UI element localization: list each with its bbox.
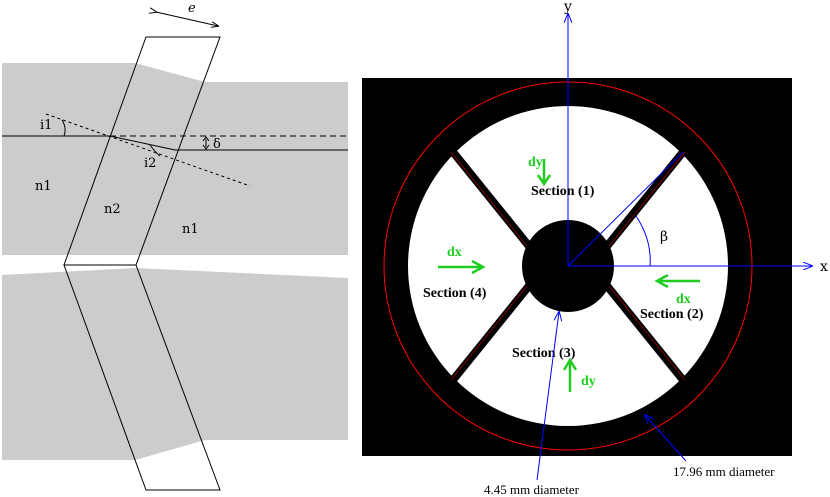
- delta-arrow-heads: [202, 136, 210, 150]
- dy-top-arrow: [536, 159, 552, 187]
- normal-dashed-line: [45, 113, 251, 187]
- section-3-label: Section (3): [512, 346, 576, 361]
- e-label: e: [188, 1, 196, 16]
- left-panel: e i1 i2 δ n1 n2 n1: [2, 1, 348, 491]
- section-1-label: Section (1): [531, 184, 595, 199]
- i1-label: i1: [40, 118, 52, 133]
- lower-gray-region: [2, 268, 348, 460]
- refracted-ray: [109, 135, 176, 151]
- green-arrows: [438, 159, 700, 392]
- lower-prism: [63, 264, 221, 491]
- beta-arc: [635, 215, 651, 267]
- y-axis-label: y: [563, 0, 572, 15]
- dy-bottom-arrow: [562, 357, 578, 392]
- n1-right-label: n1: [182, 222, 199, 237]
- dx-right-arrow: [654, 273, 700, 289]
- delta-label: δ: [213, 137, 221, 152]
- section-4-label: Section (4): [423, 286, 487, 301]
- i1-angle-arc: [61, 119, 66, 137]
- beta-ray: [567, 151, 684, 267]
- i2-label: i2: [144, 156, 156, 171]
- dy-bottom-label: dy: [581, 374, 596, 389]
- i2-angle-arc: [149, 144, 161, 157]
- n1-left-label: n1: [35, 179, 52, 194]
- outer-diameter-leader: [645, 415, 687, 462]
- n2-label: n2: [104, 202, 121, 217]
- hub-pointers: [522, 256, 614, 276]
- outer-diameter-label: 17.96 mm diameter: [673, 464, 775, 479]
- inner-diameter-leader: [536, 312, 559, 481]
- beta-label: β: [660, 229, 668, 245]
- section-2-label: Section (2): [640, 307, 704, 322]
- dx-left-label: dx: [447, 245, 462, 260]
- dx-right-label: dx: [676, 292, 691, 307]
- e-arrow: [156, 12, 218, 26]
- dy-top-label: dy: [528, 155, 543, 170]
- dx-left-arrow: [438, 259, 486, 275]
- x-axis-label: x: [820, 259, 828, 275]
- inner-diameter-label: 4.45 mm diameter: [484, 482, 580, 497]
- right-panel: y x β dy dx dx dy Section (1) Section (2…: [362, 0, 828, 497]
